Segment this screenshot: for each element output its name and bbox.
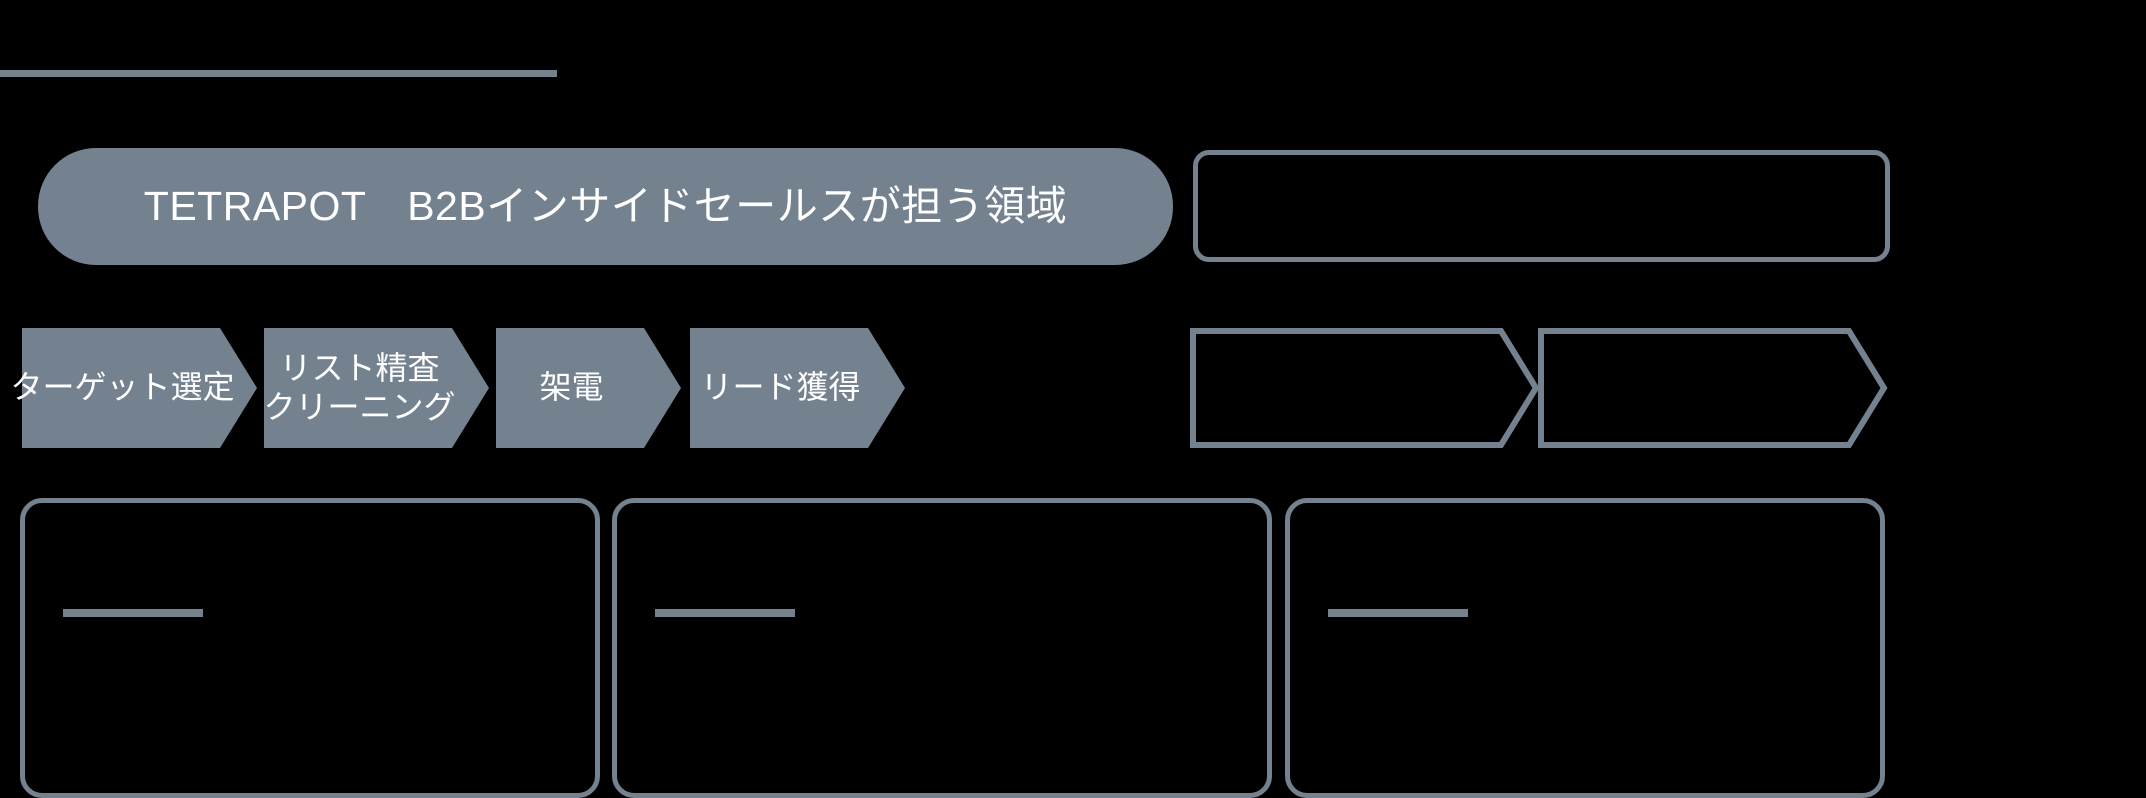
info-card-2-accent-rule bbox=[655, 609, 795, 617]
process-flow: ターゲット選定 リスト精査 クリーニング 架電 bbox=[0, 328, 2146, 452]
process-step-3[interactable]: 架電 bbox=[496, 328, 681, 448]
process-step-6[interactable] bbox=[1538, 328, 1888, 448]
info-card-2[interactable] bbox=[612, 498, 1272, 798]
header-accent-rule bbox=[0, 70, 557, 77]
chevron-shape-icon bbox=[1190, 328, 1540, 448]
title-pill: TETRAPOT B2Bインサイドセールスが担う領域 bbox=[38, 148, 1173, 265]
info-card-1[interactable] bbox=[20, 498, 600, 798]
chevron-shape-icon bbox=[22, 328, 257, 448]
info-card-3-accent-rule bbox=[1328, 609, 1468, 617]
info-card-1-accent-rule bbox=[63, 609, 203, 617]
process-step-4[interactable]: リード獲得 bbox=[690, 328, 905, 448]
process-step-5[interactable] bbox=[1190, 328, 1540, 448]
top-right-outline-box bbox=[1193, 150, 1890, 262]
process-step-1[interactable]: ターゲット選定 bbox=[11, 328, 257, 448]
chevron-shape-icon bbox=[496, 328, 681, 448]
info-card-3[interactable] bbox=[1285, 498, 1885, 798]
title-pill-label: TETRAPOT B2Bインサイドセールスが担う領域 bbox=[143, 182, 1068, 229]
chevron-shape-icon bbox=[1538, 328, 1888, 448]
chevron-shape-icon bbox=[690, 328, 905, 448]
process-step-2[interactable]: リスト精査 クリーニング bbox=[264, 328, 489, 448]
chevron-shape-icon bbox=[264, 328, 489, 448]
